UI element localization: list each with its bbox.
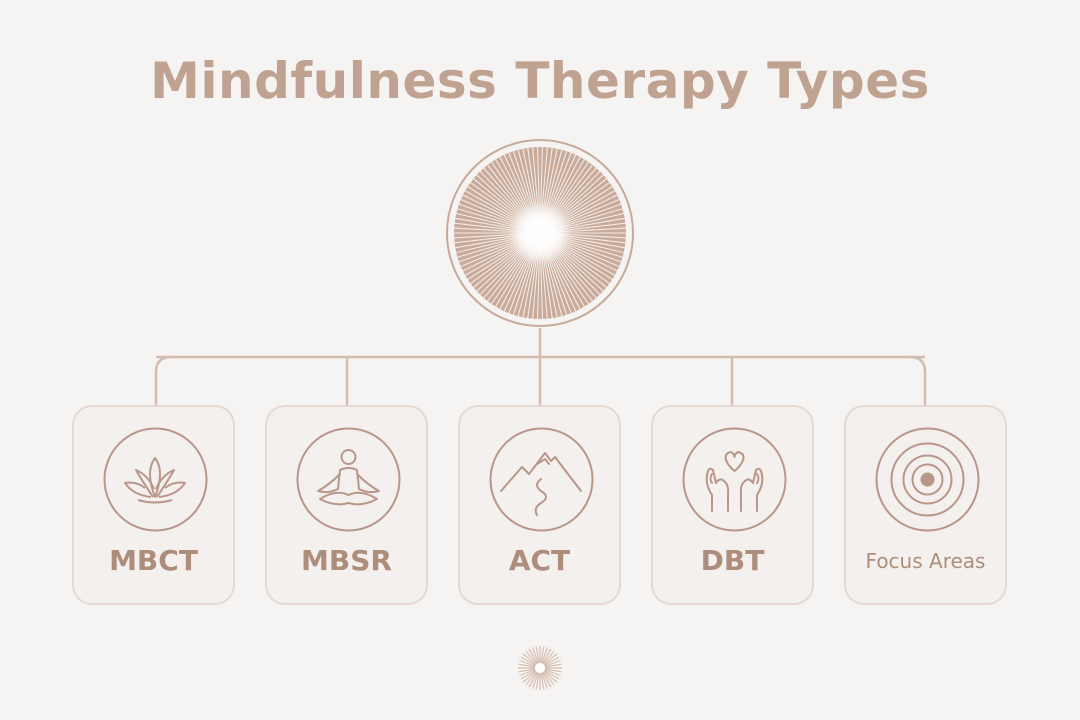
hands-heart-icon: [682, 427, 787, 532]
card-label: MBCT: [109, 544, 198, 577]
footer-emblem: [515, 643, 565, 693]
hub-node: [445, 138, 635, 328]
card-mbsr[interactable]: MBSR: [265, 405, 428, 605]
mountain-path-icon: [489, 427, 594, 532]
card-dbt[interactable]: DBT: [651, 405, 814, 605]
card-mbct[interactable]: MBCT: [72, 405, 235, 605]
lotus-icon: [103, 427, 208, 532]
meditation-icon: [296, 427, 401, 532]
card-label: ACT: [508, 544, 571, 577]
card-focus-areas[interactable]: Focus Areas: [844, 405, 1007, 605]
target-icon: [875, 427, 980, 532]
card-act[interactable]: ACT: [458, 405, 621, 605]
card-label: DBT: [700, 544, 765, 577]
card-label: Focus Areas: [865, 549, 986, 573]
sunburst-icon: [518, 646, 562, 690]
page-title: Mindfulness Therapy Types: [150, 52, 930, 110]
sunburst-icon: [446, 139, 634, 327]
card-label: MBSR: [301, 544, 392, 577]
